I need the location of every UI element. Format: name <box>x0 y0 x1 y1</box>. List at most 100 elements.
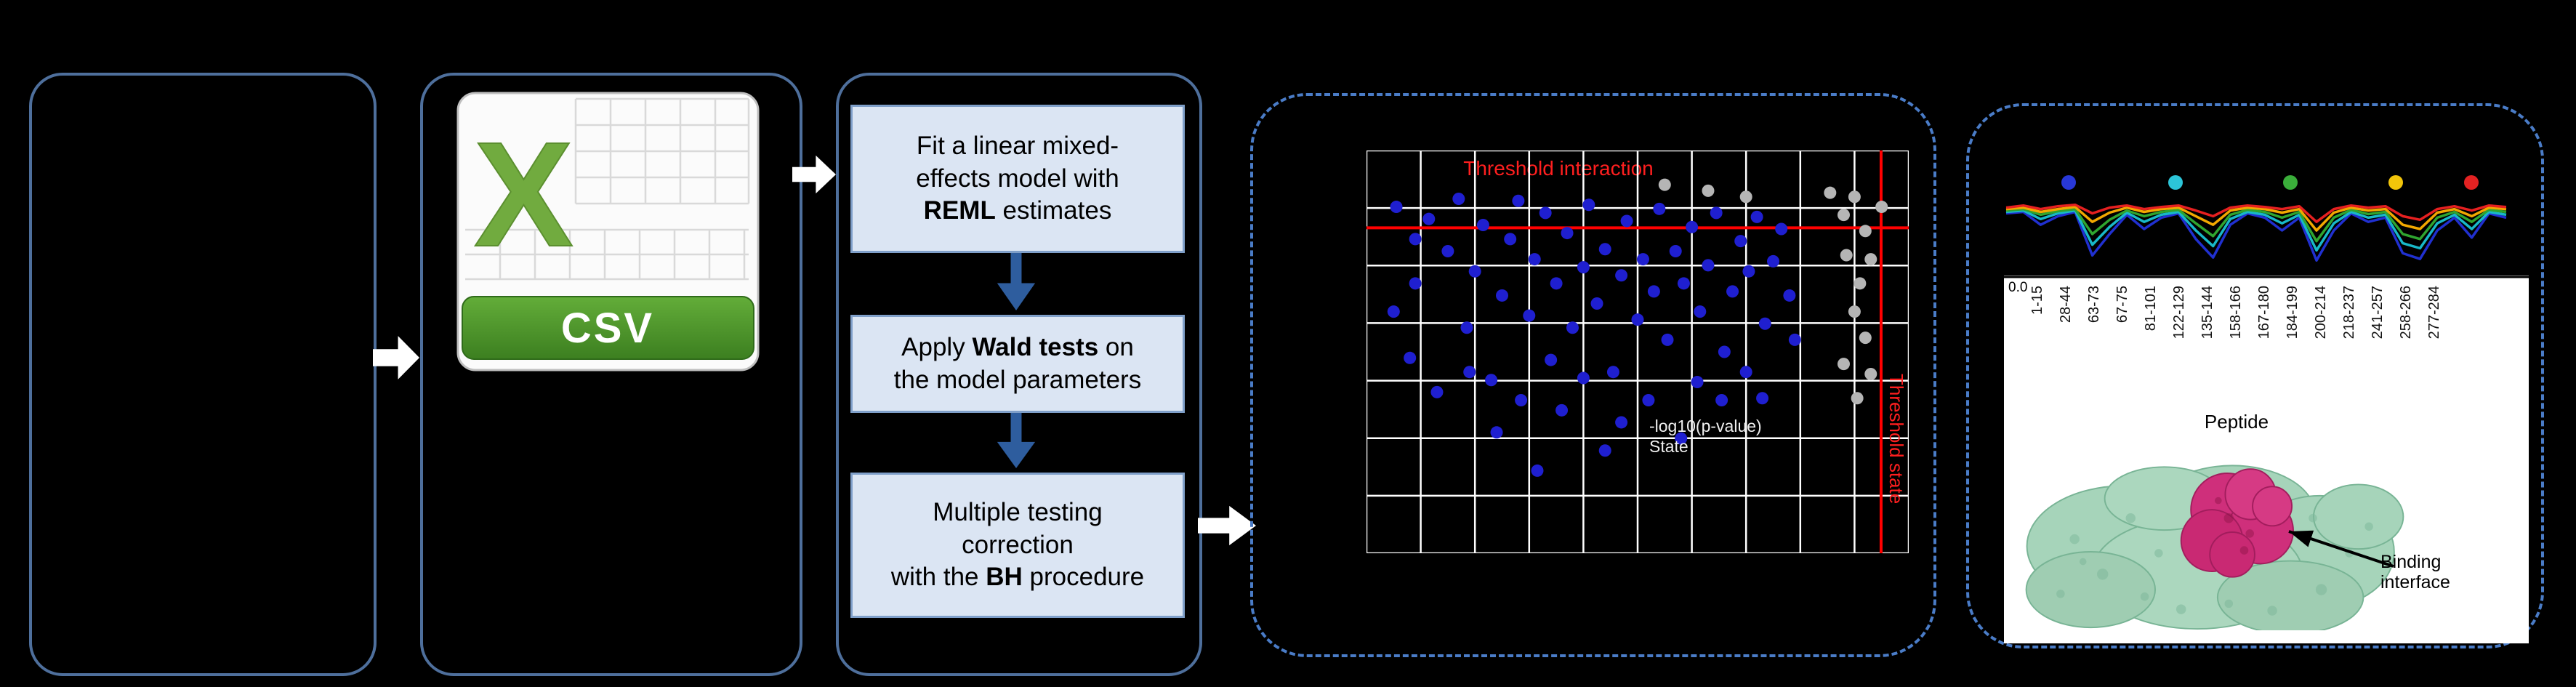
scatter-point-blue <box>1615 416 1628 429</box>
step-box-line: correction <box>962 530 1074 559</box>
flow-arrow-icon <box>373 336 419 379</box>
scatter-point-blue <box>1788 333 1801 346</box>
scatter-point-gray <box>1837 209 1850 222</box>
scatter-point-blue <box>1739 366 1752 379</box>
protein-surface-texture <box>2056 513 2373 616</box>
scatter-point-blue <box>1545 353 1558 366</box>
scatter-point-blue <box>1555 403 1569 417</box>
step-box-line: the model parameters <box>893 365 1142 394</box>
step-box-line: effects model with <box>916 164 1119 193</box>
timepoint-dot <box>2388 175 2403 190</box>
scatter-point-blue <box>1430 385 1444 398</box>
timepoint-dot <box>2168 175 2183 190</box>
scatter-point-blue <box>1675 432 1688 445</box>
step-box-line: REML estimates <box>923 196 1112 225</box>
scatter-point-blue <box>1718 345 1731 358</box>
down-arrow-icon <box>997 413 1036 468</box>
uptake-line-t3 <box>2005 207 2507 243</box>
binding-site-surface <box>2180 468 2294 578</box>
binding-site-texture <box>2215 497 2254 555</box>
scatter-point-blue <box>1404 351 1417 364</box>
peptide-tick-label: 218-237 <box>2341 286 2357 339</box>
peptide-tick-label: 158-166 <box>2228 286 2244 339</box>
peptide-tick-label: 81-101 <box>2143 286 2159 331</box>
excel-x-letter: X <box>474 111 573 278</box>
panel-input <box>29 73 377 676</box>
scatter-point-blue <box>1422 212 1436 225</box>
scatter-point-blue <box>1669 245 1682 257</box>
threshold-state-label: Threshold state <box>1885 374 1907 505</box>
volcano-axis-note: -log10(p-value)State <box>1649 417 1762 457</box>
scatter-point-blue <box>1566 321 1579 334</box>
scatter-point-gray <box>1837 358 1850 371</box>
peptide-tick-label: 241-257 <box>2370 286 2386 339</box>
scatter-point-gray <box>1859 332 1872 345</box>
flow-arrow-icon <box>792 155 836 194</box>
scatter-point-blue <box>1504 233 1517 246</box>
step-box-line: Apply Wald tests on <box>901 332 1134 361</box>
scatter-point-blue <box>1485 374 1498 387</box>
scatter-point-blue <box>1539 206 1552 220</box>
panel-global-overview-plot: Threshold interaction -log10(p-value)Sta… <box>1250 93 1936 657</box>
csv-banner-label: CSV <box>561 305 654 352</box>
scatter-point-blue <box>1631 313 1644 326</box>
peptide-tick-label: 277-284 <box>2426 286 2442 339</box>
scatter-point-blue <box>1691 376 1704 389</box>
deuterium-uptake-line-chart <box>2005 203 2507 262</box>
down-arrow-icon <box>997 253 1036 310</box>
scatter-point-blue <box>1642 393 1655 406</box>
uptake-line-t5 <box>2005 203 2507 223</box>
flow-arrow-icon <box>1198 505 1256 546</box>
binding-interface-label: Binding interface <box>2380 552 2450 592</box>
scatter-point-gray <box>1851 392 1864 405</box>
scatter-point-gray <box>1840 249 1853 262</box>
scatter-point-blue <box>1531 464 1544 477</box>
scatter-point-blue <box>1463 366 1476 379</box>
scatter-point-blue <box>1598 243 1611 256</box>
timepoint-dot <box>2283 175 2298 190</box>
peptide-tick-label: 122-129 <box>2171 286 2187 339</box>
csv-banner <box>462 296 754 360</box>
step-box-line: with the BH procedure <box>890 563 1145 592</box>
step-box-line: Fit a linear mixed- <box>916 131 1119 160</box>
scatter-point-gray <box>1824 186 1837 199</box>
scatter-point-gray <box>1739 190 1752 204</box>
scatter-point-blue <box>1620 214 1633 228</box>
scatter-point-blue <box>1647 285 1660 298</box>
scatter-point-gray <box>1864 367 1877 380</box>
scatter-point-blue <box>1715 393 1728 406</box>
threshold-interaction-label: Threshold interaction <box>1463 157 1654 180</box>
scatter-point-blue <box>1582 198 1595 212</box>
scatter-point-blue <box>1686 220 1699 233</box>
scatter-point-blue <box>1468 265 1481 278</box>
uptake-line-t2 <box>2005 209 2507 252</box>
scatter-point-blue <box>1409 277 1422 290</box>
scatter-point-gray <box>1702 184 1715 197</box>
scatter-point-blue <box>1661 333 1674 346</box>
scatter-point-blue <box>1452 192 1465 205</box>
peptide-tick-label: 63-73 <box>2086 286 2102 323</box>
scatter-point-gray <box>1848 305 1861 318</box>
uptake-line-t1 <box>2005 210 2507 262</box>
volcano-scatter-plot <box>1367 150 1909 553</box>
panel-csv-file: X CSV <box>420 73 802 676</box>
volcano-axis-note-line: State <box>1649 436 1689 456</box>
scatter-point-blue <box>1734 235 1747 248</box>
scatter-point-gray <box>1853 277 1867 290</box>
peptide-tick-label: 135-144 <box>2199 286 2215 339</box>
peptide-tick-label: 1-15 <box>2029 286 2045 315</box>
scatter-point-blue <box>1577 371 1590 385</box>
peptide-tick-label: 200-214 <box>2313 286 2329 339</box>
peptide-tick-label: 258-266 <box>2398 286 2414 339</box>
scatter-point-blue <box>1615 269 1628 282</box>
scatter-point-blue <box>1750 210 1763 223</box>
peptide-tick-label: 67-75 <box>2114 286 2130 323</box>
scatter-point-blue <box>1590 297 1603 310</box>
peptide-axis-title: Peptide <box>2205 411 2269 433</box>
